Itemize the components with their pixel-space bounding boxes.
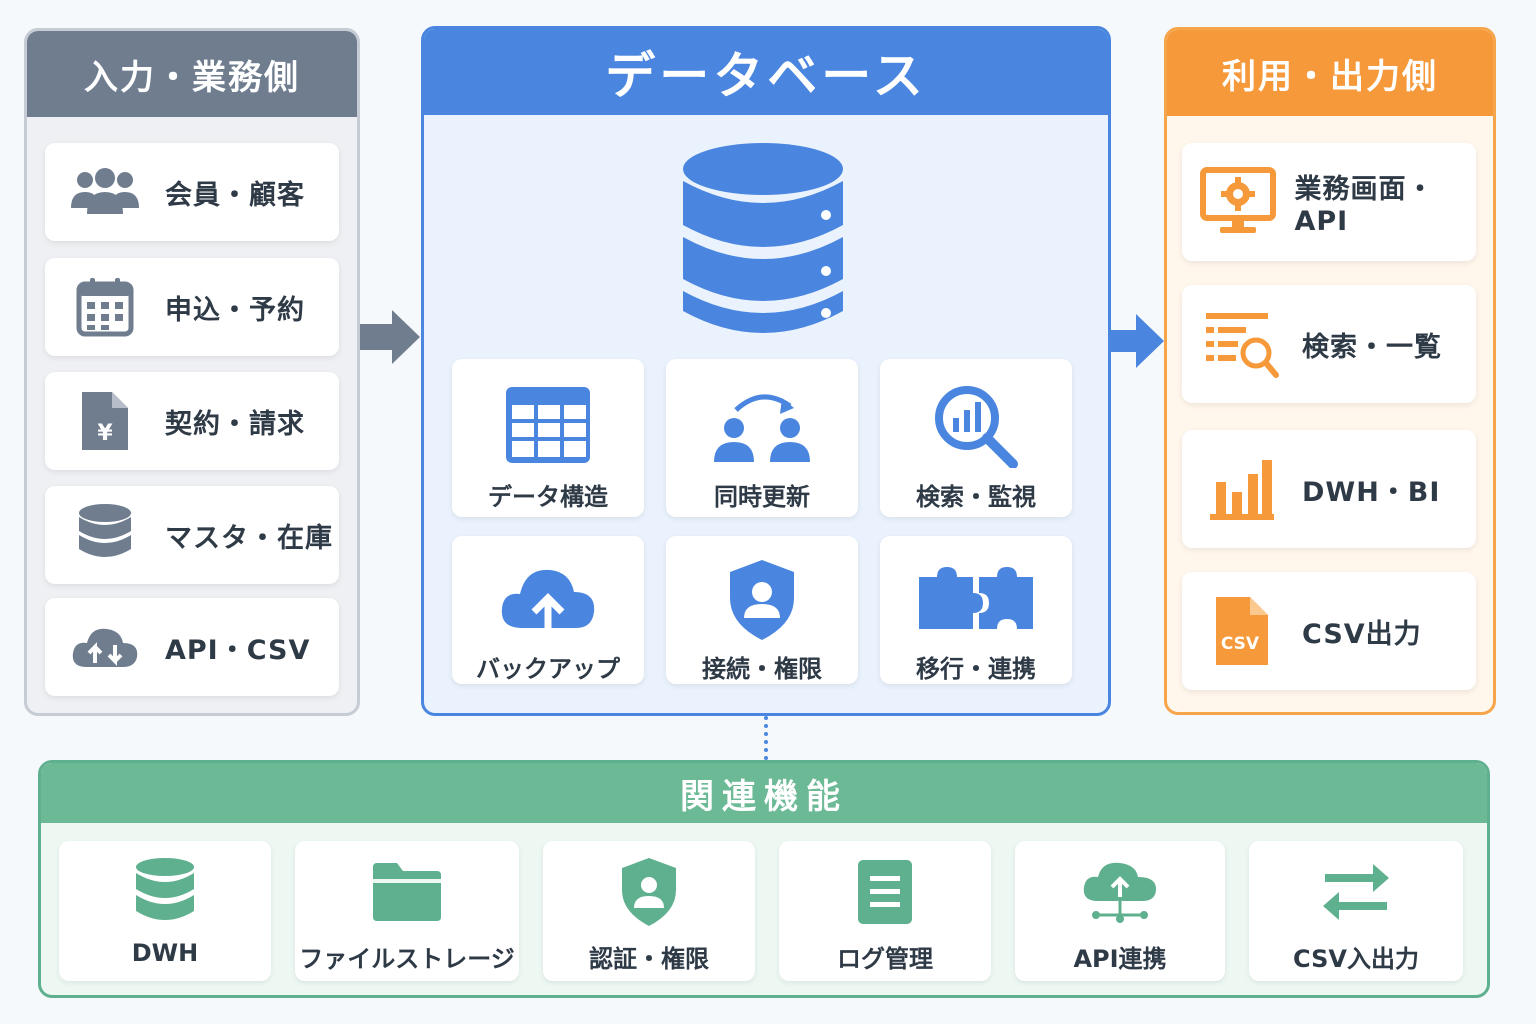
csv-file-icon: CSV [1182, 595, 1302, 667]
output-item-business-screen[interactable]: 業務画面・API [1182, 143, 1476, 261]
database-icon [680, 141, 846, 345]
database-icon [45, 503, 165, 567]
input-item-label: 申込・予約 [165, 294, 305, 326]
calendar-icon [45, 276, 165, 338]
feature-migration-integration[interactable]: 移行・連携 [880, 536, 1072, 684]
bar-chart-icon [1182, 456, 1302, 522]
search-chart-icon [931, 379, 1021, 471]
feature-search-monitor[interactable]: 検索・監視 [880, 359, 1072, 517]
feature-label: データ構造 [488, 483, 608, 511]
feature-concurrent-update[interactable]: 同時更新 [666, 359, 858, 517]
related-item-api[interactable]: API連携 [1015, 841, 1225, 981]
input-business-panel: 入力・業務側 会員・顧客 [24, 28, 360, 716]
output-item-label: 検索・一覧 [1302, 331, 1442, 363]
swap-arrows-icon [1321, 855, 1391, 929]
table-icon [504, 379, 592, 471]
input-item-applications[interactable]: 申込・予約 [45, 258, 339, 356]
yen-document-icon: ¥ [45, 388, 165, 454]
cloud-sync-icon [45, 621, 165, 673]
input-item-label: 会員・顧客 [165, 179, 305, 211]
document-icon [856, 855, 914, 929]
feature-data-structure[interactable]: データ構造 [452, 359, 644, 517]
input-item-api-csv[interactable]: API・CSV [45, 598, 339, 696]
related-item-csv-io[interactable]: CSV入出力 [1249, 841, 1463, 981]
output-item-label: 業務画面・API [1294, 174, 1435, 237]
related-item-log[interactable]: ログ管理 [779, 841, 991, 981]
related-item-auth[interactable]: 認証・権限 [543, 841, 755, 981]
feature-label: 検索・監視 [916, 483, 1036, 511]
related-panel-title: 関連機能 [41, 763, 1487, 823]
related-item-label: 認証・権限 [589, 945, 709, 973]
flow-arrow-icon [360, 310, 420, 364]
monitor-gear-icon [1182, 167, 1294, 237]
output-item-label: DWH・BI [1302, 476, 1441, 508]
related-item-label: DWH [131, 939, 199, 967]
puzzle-icon [917, 556, 1035, 643]
feature-label: バックアップ [476, 655, 620, 683]
related-functions-panel: 関連機能 DWH ファイルストレージ 認証・権限 [38, 760, 1490, 998]
feature-label: 接続・権限 [702, 655, 822, 683]
svg-text:¥: ¥ [97, 421, 113, 446]
database-panel: データベース データ構造 [421, 26, 1111, 716]
related-item-label: ファイルストレージ [299, 945, 515, 973]
output-item-label: CSV出力 [1302, 618, 1422, 650]
input-item-contracts[interactable]: ¥ 契約・請求 [45, 372, 339, 470]
feature-label: 同時更新 [714, 483, 810, 511]
output-item-dwh-bi[interactable]: DWH・BI [1182, 430, 1476, 548]
folder-icon [371, 855, 443, 929]
shield-user-icon [618, 855, 680, 929]
output-panel-title: 利用・出力側 [1167, 30, 1493, 116]
cloud-network-icon [1080, 855, 1160, 929]
shield-user-icon [726, 556, 798, 643]
svg-text:CSV: CSV [1221, 634, 1260, 654]
database-panel-title: データベース [424, 29, 1108, 115]
users-sync-icon [710, 379, 814, 471]
input-panel-title: 入力・業務側 [27, 31, 357, 117]
list-search-icon [1182, 309, 1302, 379]
related-item-label: ログ管理 [837, 945, 933, 973]
users-icon [45, 164, 165, 220]
related-item-label: CSV入出力 [1293, 945, 1419, 973]
input-item-master[interactable]: マスタ・在庫 [45, 486, 339, 584]
flow-arrow-icon [1110, 314, 1164, 368]
output-panel: 利用・出力側 業務画面・API 検 [1164, 27, 1496, 715]
related-item-dwh[interactable]: DWH [59, 841, 271, 981]
input-item-label: マスタ・在庫 [165, 522, 333, 554]
output-item-search-list[interactable]: 検索・一覧 [1182, 285, 1476, 403]
input-item-members[interactable]: 会員・顧客 [45, 143, 339, 241]
feature-label: 移行・連携 [916, 655, 1036, 683]
output-item-csv[interactable]: CSV CSV出力 [1182, 572, 1476, 690]
related-item-file-storage[interactable]: ファイルストレージ [295, 841, 519, 981]
database-icon [134, 855, 196, 929]
feature-backup[interactable]: バックアップ [452, 536, 644, 684]
feature-connection-permission[interactable]: 接続・権限 [666, 536, 858, 684]
related-item-label: API連携 [1073, 945, 1167, 973]
input-item-label: 契約・請求 [165, 408, 305, 440]
connector-line [764, 716, 768, 760]
input-item-label: API・CSV [165, 634, 311, 666]
cloud-upload-icon [498, 556, 598, 643]
